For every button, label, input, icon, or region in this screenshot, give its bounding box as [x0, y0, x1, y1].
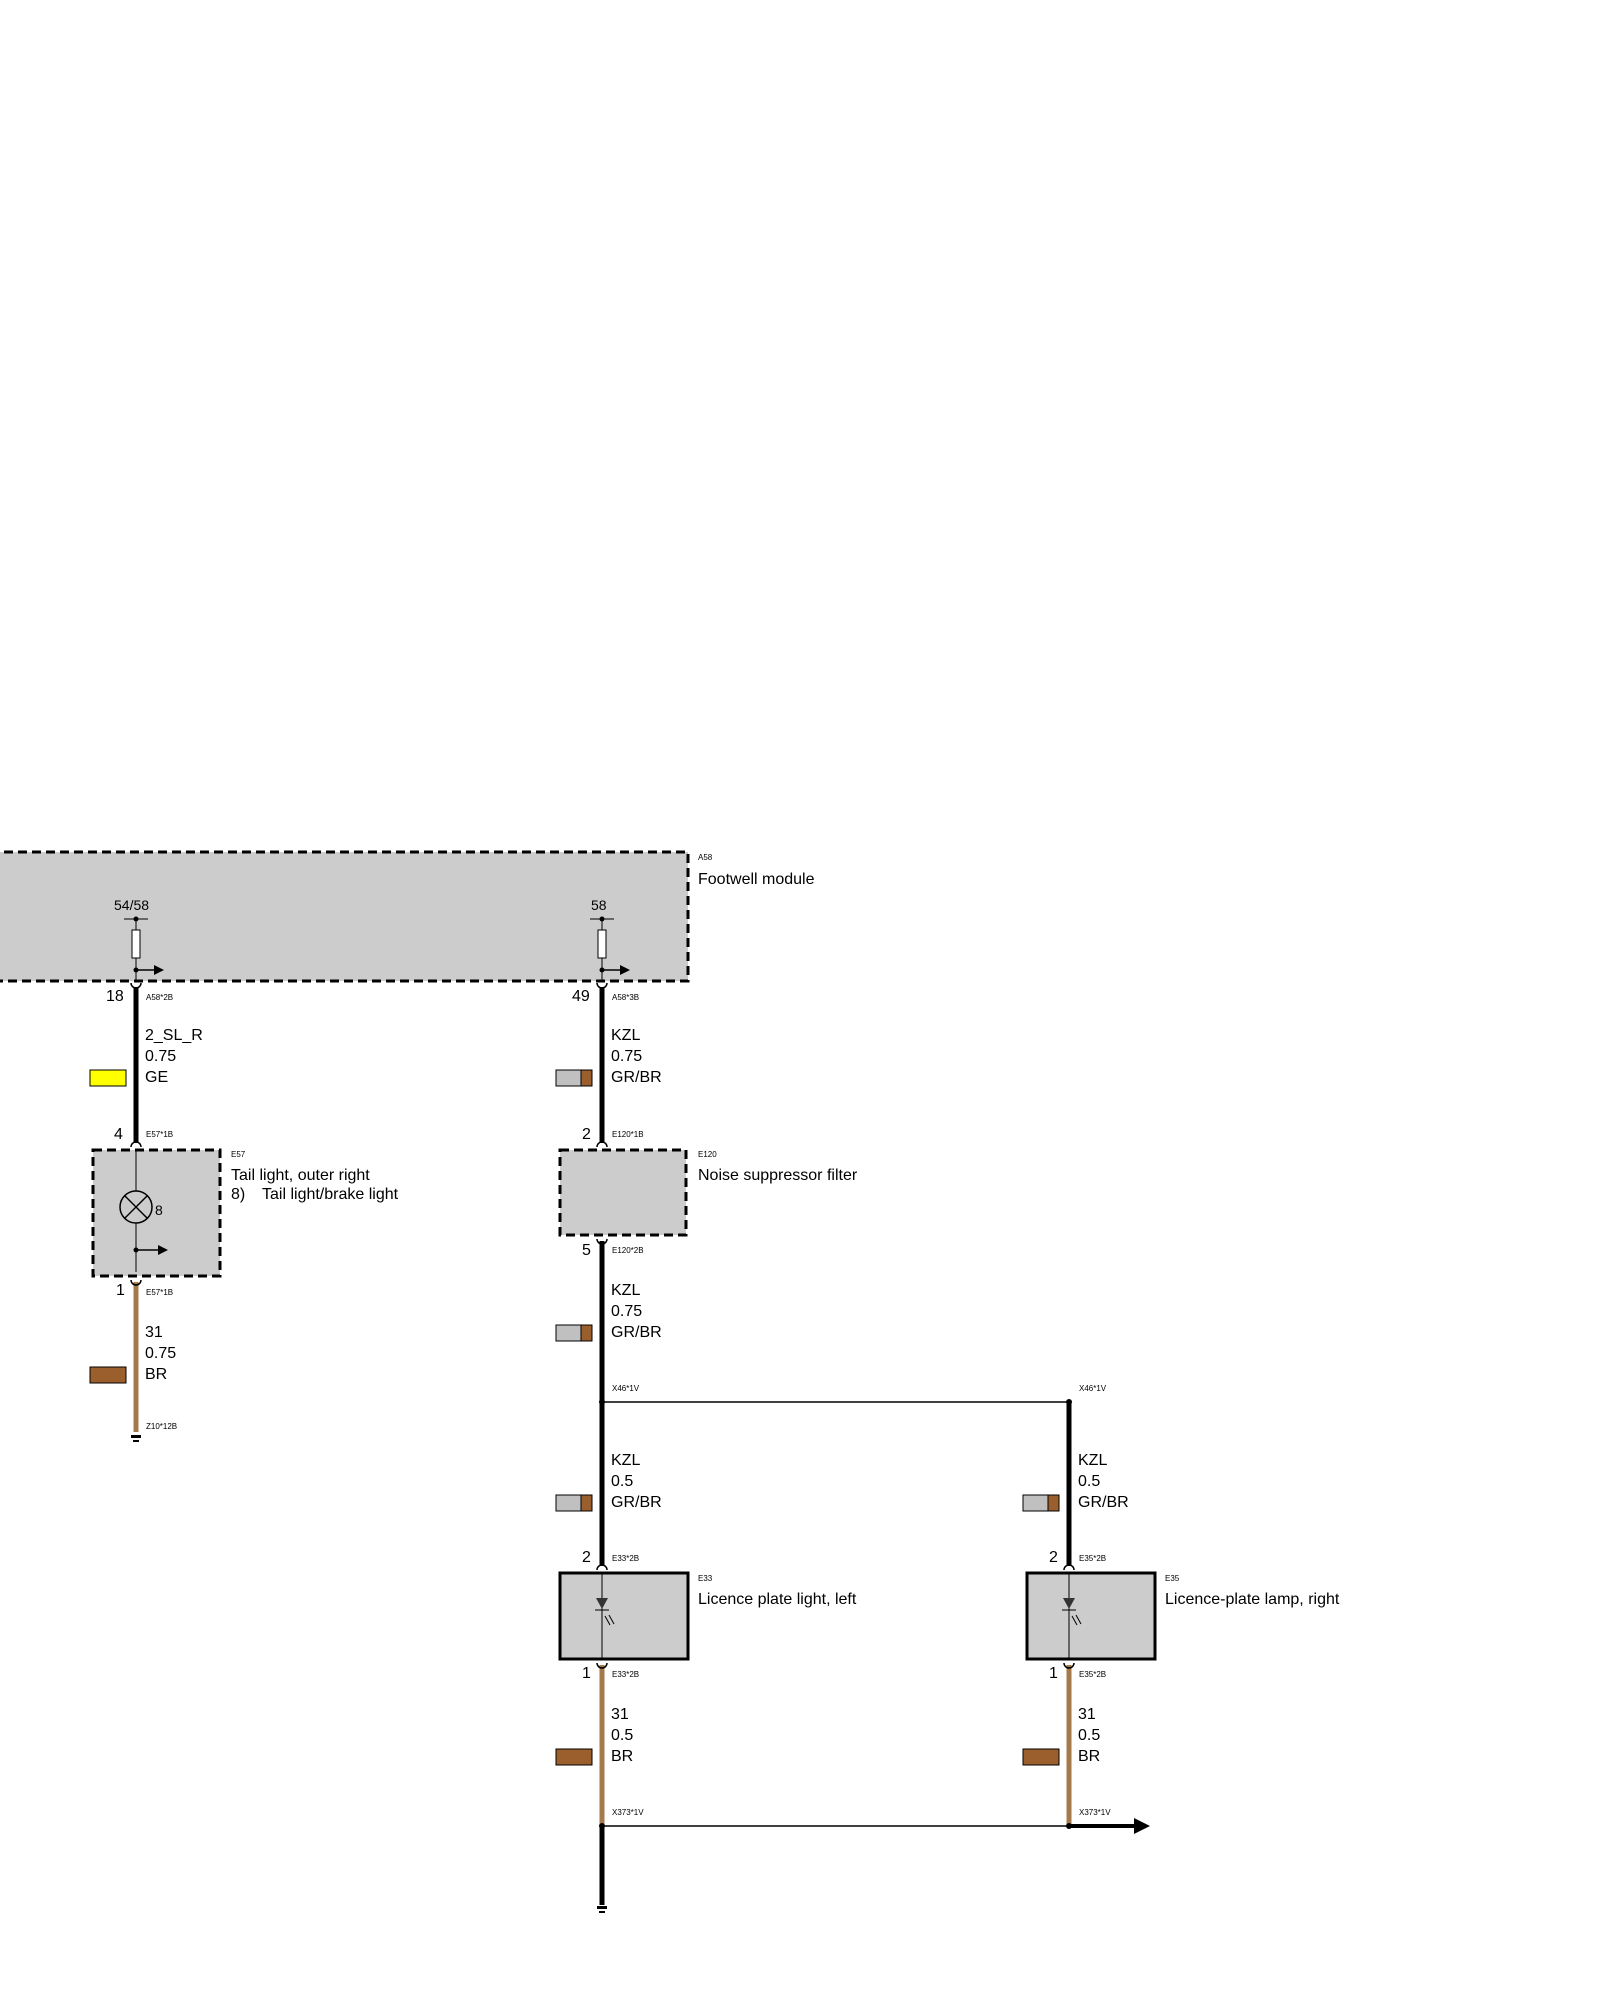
pin-number: 1 [1049, 1665, 1058, 1682]
wire-size: 0.75 [611, 1303, 642, 1320]
wire-size: 0.5 [611, 1473, 633, 1490]
ground-icon [597, 1906, 607, 1913]
connector-tag: X46*1V [1079, 1384, 1107, 1393]
component-name: Footwell module [698, 871, 815, 888]
pin-number: 49 [572, 988, 590, 1005]
bulb-icon [119, 1150, 168, 1272]
component-sub-number: 8) [231, 1186, 245, 1203]
component-ref: E33 [698, 1574, 713, 1583]
wire-color: BR [145, 1366, 167, 1383]
pin-number: 1 [582, 1665, 591, 1682]
wire-color: BR [1078, 1748, 1100, 1765]
fuse-icon [590, 916, 630, 981]
wire-color-swatch [555, 1324, 593, 1342]
wire-color-swatch [555, 1494, 593, 1512]
connector-tag: E35*2B [1079, 1554, 1106, 1563]
component-name: Tail light, outer right [231, 1167, 370, 1184]
wire-name: 31 [145, 1324, 163, 1341]
connector-tag: E120*1B [612, 1130, 644, 1139]
wire-color: GR/BR [611, 1494, 662, 1511]
wire-size: 0.5 [1078, 1727, 1100, 1744]
wire-color: GR/BR [611, 1324, 662, 1341]
splice-dot [599, 1823, 605, 1829]
wire-color-swatch [555, 1748, 593, 1766]
footwell-module-box [0, 850, 690, 983]
fuse-icon [124, 916, 164, 981]
led-icon [595, 1573, 615, 1659]
component-name: Noise suppressor filter [698, 1167, 858, 1184]
wire-name: KZL [611, 1452, 640, 1469]
component-ref: E120 [698, 1150, 717, 1159]
connector-tag: E57*1B [146, 1130, 173, 1139]
wire-size: 0.5 [1078, 1473, 1100, 1490]
wire-size: 0.75 [611, 1048, 642, 1065]
component-ref: E57 [231, 1150, 246, 1159]
splice-dot [599, 1399, 605, 1405]
wire-color-swatch [89, 1366, 127, 1384]
connector-tag: E33*2B [612, 1554, 639, 1563]
connector-tag: X373*1V [612, 1808, 644, 1817]
noise-filter-box [558, 1148, 688, 1237]
splice-dot [1066, 1823, 1072, 1829]
wire-name: KZL [611, 1282, 640, 1299]
connector-tag: E120*2B [612, 1246, 644, 1255]
wire-name: 31 [611, 1706, 629, 1723]
splice-dot [1066, 1399, 1072, 1405]
ground-icon [131, 1435, 141, 1442]
component-name: Licence-plate lamp, right [1165, 1591, 1340, 1608]
bulb-number: 8 [155, 1202, 163, 1218]
wire-name: KZL [1078, 1452, 1107, 1469]
connector-pin-icon [130, 982, 1075, 1669]
led-icon [1062, 1573, 1082, 1659]
pin-number: 4 [114, 1126, 123, 1143]
pin-number: 2 [1049, 1549, 1058, 1566]
component-ref: A58 [698, 853, 713, 862]
wire-name: 2_SL_R [145, 1027, 203, 1044]
component-sub-text: Tail light/brake light [262, 1186, 399, 1203]
connector-tag: X46*1V [612, 1384, 640, 1393]
wire-color: GR/BR [611, 1069, 662, 1086]
wire-color: GE [145, 1069, 168, 1086]
connector-tag: Z10*12B [146, 1422, 177, 1431]
pin-number: 1 [116, 1282, 125, 1299]
licence-plate-left-box [558, 1571, 690, 1661]
wire-color-swatch [1022, 1494, 1060, 1512]
licence-plate-right-box [1025, 1571, 1157, 1661]
tail-light-box [91, 1148, 222, 1278]
pin-number: 2 [582, 1126, 591, 1143]
fuse-label: 54/58 [114, 897, 149, 913]
component-name: Licence plate light, left [698, 1591, 857, 1608]
wire-color-swatch [1022, 1748, 1060, 1766]
connector-tag: E33*2B [612, 1670, 639, 1679]
wire-color: BR [611, 1748, 633, 1765]
wire-name: 31 [1078, 1706, 1096, 1723]
connector-tag: E35*2B [1079, 1670, 1106, 1679]
pin-number: 5 [582, 1242, 591, 1259]
continuation-arrow [1069, 1818, 1150, 1834]
connector-tag: A58*3B [612, 993, 639, 1002]
wire-size: 0.75 [145, 1048, 176, 1065]
connector-tag: A58*2B [146, 993, 173, 1002]
wire-name: KZL [611, 1027, 640, 1044]
wire-color-swatch [555, 1069, 593, 1087]
fuse-label: 58 [591, 897, 607, 913]
connector-tag: X373*1V [1079, 1808, 1111, 1817]
wire-color: GR/BR [1078, 1494, 1129, 1511]
wire-color-swatch [89, 1069, 127, 1087]
wire-size: 0.75 [145, 1345, 176, 1362]
connector-tag: E57*1B [146, 1288, 173, 1297]
pin-number: 18 [106, 988, 124, 1005]
component-ref: E35 [1165, 1574, 1180, 1583]
pin-number: 2 [582, 1549, 591, 1566]
wire-size: 0.5 [611, 1727, 633, 1744]
